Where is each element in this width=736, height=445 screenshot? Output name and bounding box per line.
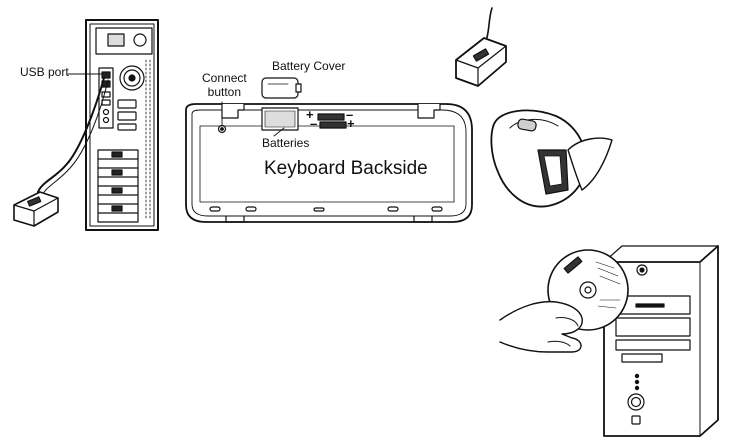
pc-tower-rear: [86, 20, 158, 230]
battery-minus-bottom: –: [310, 117, 317, 132]
usb-port-label: USB port: [20, 66, 69, 80]
batteries-label: Batteries: [262, 137, 309, 151]
battery-plus-bottom: +: [347, 117, 355, 132]
connect-button-label: Connect button: [202, 72, 247, 100]
expansion-slots: [98, 150, 138, 222]
mouse-usb-receiver: [456, 8, 506, 86]
wireless-mouse: [491, 110, 612, 206]
keyboard-backside-label: Keyboard Backside: [264, 158, 428, 180]
battery-cover-label: Battery Cover: [272, 60, 345, 74]
hand-inserting-cd: [500, 302, 582, 352]
battery-cover-part: [262, 78, 301, 98]
connect-button-label-line2: button: [202, 86, 247, 100]
connect-button-label-line1: Connect: [202, 72, 247, 86]
